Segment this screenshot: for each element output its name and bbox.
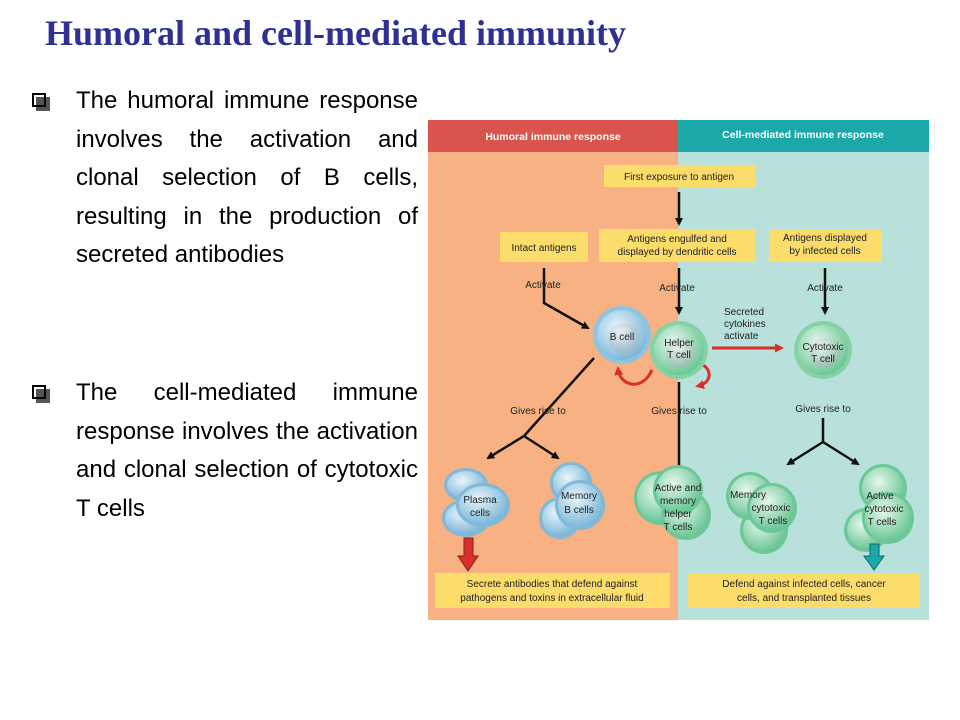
cytotoxic-t-cell-label-2: T cell [811,354,835,365]
b-cell-label: B cell [610,332,634,343]
cell-mediated-outcome-box [688,573,920,608]
immune-response-diagram: Humoral immune response Cell-mediated im… [428,120,929,620]
first-exposure-box [604,165,755,187]
cytotoxic-defense-arrow [863,543,885,571]
engulfed-antigens-label-1: Antigens engulfed and [627,234,727,245]
engulfed-antigens-label-2: displayed by dendritic cells [618,247,737,258]
memory-b-cells-label-1: Memory [561,491,597,502]
branch-bcell-trunk [523,357,595,437]
helper-t-cell-label-2: T cell [667,350,691,361]
plasma-cells-label-2: cells [470,508,490,519]
activate-label-helper: Activate [659,283,695,294]
memory-cytotoxic-label-1: Memory [730,490,766,501]
gives-rise-to-label-cytotoxic: Gives rise to [795,404,851,415]
infected-antigens-label-1: Antigens displayed [783,233,867,244]
branch-to-memory-b [523,434,560,460]
infected-antigens-box [769,229,882,262]
active-cytotoxic-label-3: T cells [868,517,897,528]
checkbox-bullet-icon [32,93,50,111]
cell-mediated-outcome-label-2: cells, and transplanted tissues [737,593,871,604]
memory-b-cells: Memory B cells [539,462,605,539]
humoral-outcome-box [435,573,670,608]
active-memory-helper-t-cells: Active and memory helper T cells [634,465,711,540]
humoral-header [428,120,678,152]
memory-cytotoxic-label-2: cytotoxic [752,503,791,514]
checkbox-bullet-icon [32,385,50,403]
arrow-intact-to-bcell [542,268,590,330]
bullet-cell-mediated-text: The cell-mediated immune response involv… [76,379,418,522]
activate-label-cytotoxic: Activate [807,283,843,294]
engulfed-antigens-box [599,229,755,262]
cell-mediated-header [678,120,929,152]
branch-to-plasma [486,434,525,460]
slide-title: Humoral and cell-mediated immunity [45,13,626,53]
bullet-humoral-text: The humoral immune response involves the… [76,87,418,268]
branch-to-memory-cytotoxic [786,440,824,466]
humoral-header-label: Humoral immune response [485,131,621,143]
plasma-cells: Plasma cells [442,468,510,537]
bullet-cell-mediated: The cell-mediated immune response involv… [32,374,418,528]
active-memory-label-1: Active and [655,483,702,494]
cell-mediated-header-label: Cell-mediated immune response [722,129,884,141]
memory-b-cells-label-2: B cells [564,505,593,516]
humoral-outcome-label-1: Secrete antibodies that defend against [467,579,638,590]
cytotoxic-t-cell: Cytotoxic T cell [794,321,852,379]
activate-label-humoral: Activate [525,280,561,291]
active-cytotoxic-label-2: cytotoxic [865,504,904,515]
intact-antigens-label: Intact antigens [511,243,576,254]
b-cell: B cell [593,306,651,364]
branch-to-active-cytotoxic [822,440,860,466]
cytokines-label-3: activate [724,331,759,342]
active-cytotoxic-label-1: Active [866,491,894,502]
active-memory-label-3: helper [664,509,692,520]
bullet-humoral: The humoral immune response involves the… [32,82,418,275]
intact-antigens-box [500,232,588,262]
first-exposure-label: First exposure to antigen [624,172,734,183]
memory-cytotoxic-t-cells: Memory cytotoxic T cells [726,472,797,554]
active-memory-label-2: memory [660,496,696,507]
humoral-outcome-label-2: pathogens and toxins in extracellular fl… [460,593,643,604]
cytotoxic-t-cell-label-1: Cytotoxic [802,342,843,353]
cell-mediated-outcome-label-1: Defend against infected cells, cancer [722,579,886,590]
memory-cytotoxic-label-3: T cells [759,516,788,527]
cytokines-label-2: cytokines [724,319,766,330]
antibody-secretion-arrow [457,537,479,572]
cytokines-label-1: Secreted [724,307,764,318]
infected-antigens-label-2: by infected cells [789,246,860,257]
plasma-cells-label-1: Plasma [463,495,497,506]
active-cytotoxic-t-cells: Active cytotoxic T cells [844,464,914,552]
cytokine-arrow-to-bcell [614,366,654,386]
helper-t-cell-label-1: Helper [664,338,694,349]
gives-rise-to-label-humoral: Gives rise to [510,406,566,417]
active-memory-label-4: T cells [664,522,693,533]
helper-t-cell: Helper T cell [650,321,708,379]
